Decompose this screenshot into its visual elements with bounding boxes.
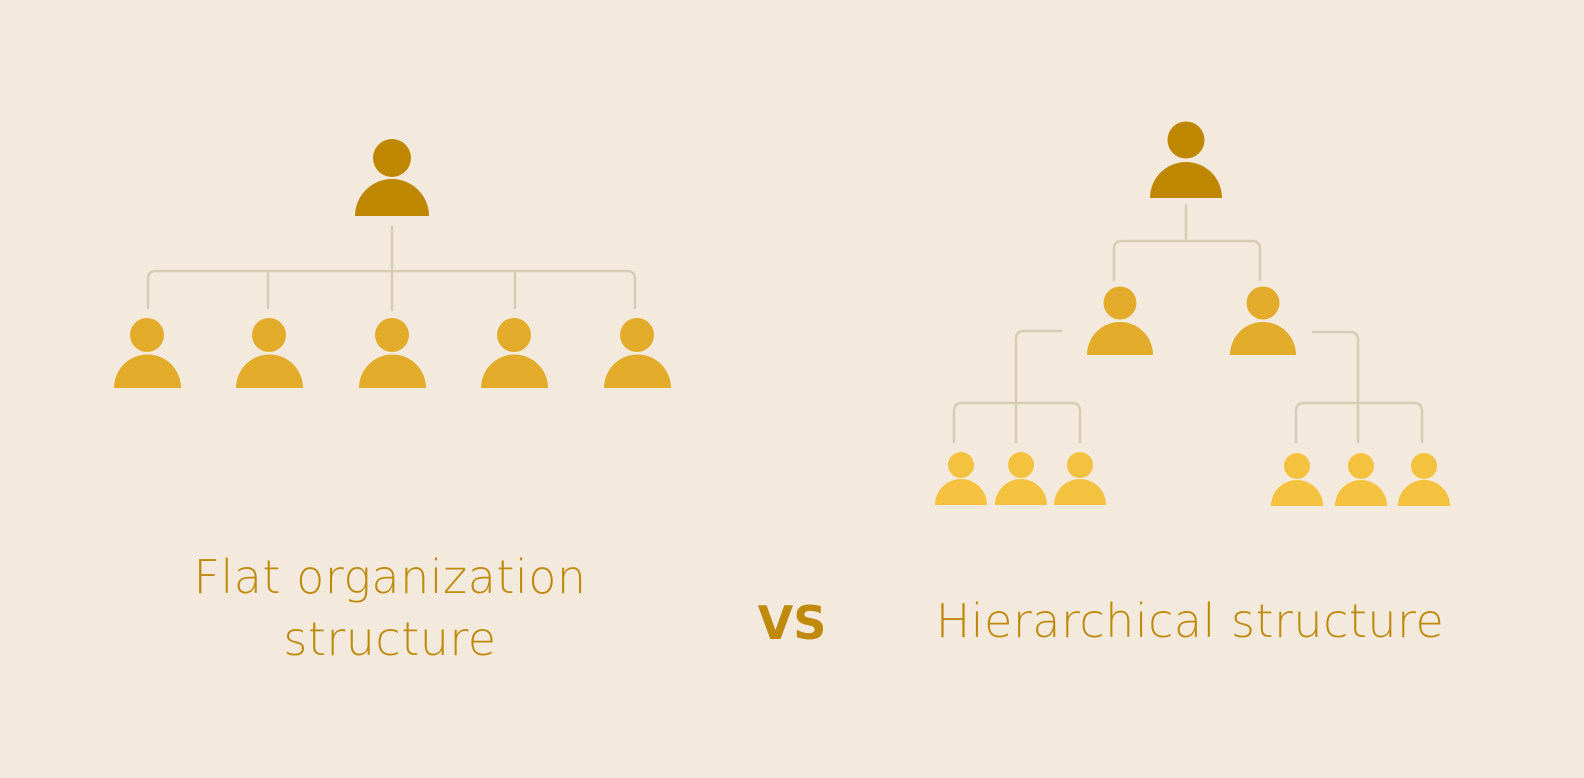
employee-person-icon <box>1335 453 1387 506</box>
flat-member-person-icon <box>359 318 426 388</box>
flat-member-person-icon <box>236 318 303 388</box>
employee-person-icon <box>1054 452 1106 505</box>
flat-leader-person-icon <box>355 139 429 216</box>
flat-title-line-2: structure <box>283 612 497 666</box>
manager-person-icon <box>1230 286 1296 355</box>
flat-title-line-1: Flat organization <box>193 550 587 604</box>
employee-person-icon <box>995 452 1047 505</box>
flat-member-person-icon <box>114 318 181 388</box>
employee-person-icon <box>935 452 987 505</box>
employee-person-icon <box>1398 453 1450 506</box>
flat-structure-title: Flat organization structure <box>140 546 640 670</box>
flat-structure-diagram <box>114 139 671 388</box>
hierarchical-connectors <box>952 203 1424 444</box>
employee-person-icon <box>1271 453 1323 506</box>
hierarchical-leader-person-icon <box>1150 121 1222 198</box>
flat-connectors <box>146 225 637 312</box>
flat-member-person-icon <box>481 318 548 388</box>
flat-member-person-icon <box>604 318 671 388</box>
manager-person-icon <box>1087 286 1153 355</box>
hierarchical-structure-diagram <box>935 121 1450 506</box>
hierarchical-structure-title: Hierarchical structure <box>935 594 1445 648</box>
vs-label: VS <box>757 596 827 650</box>
